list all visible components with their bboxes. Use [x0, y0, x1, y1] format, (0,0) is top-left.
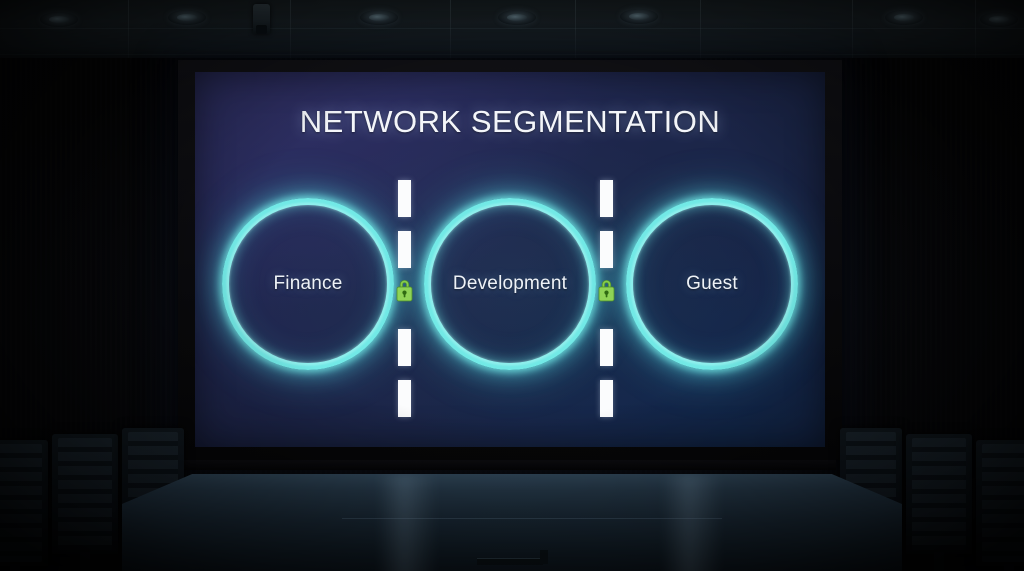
- ceiling-downlight: [40, 12, 78, 27]
- ceiling-projector: [253, 4, 270, 34]
- divider-dash: [398, 180, 411, 217]
- divider-dash: [398, 329, 411, 366]
- table-reflection: [662, 474, 722, 571]
- table-object: [477, 558, 543, 565]
- zone-label-guest: Guest: [686, 273, 738, 294]
- network-zones-diagram: Finance Development Guest: [195, 198, 825, 378]
- divider-finance-development: [395, 180, 414, 417]
- ceiling: [0, 0, 1024, 62]
- table-reflection: [377, 474, 437, 571]
- divider-dash: [600, 329, 613, 366]
- conference-table: [0, 468, 1024, 571]
- divider-dash: [398, 231, 411, 268]
- padlock-icon: [597, 277, 616, 303]
- ceiling-downlight: [360, 10, 398, 25]
- ceiling-downlight: [498, 10, 536, 25]
- divider-dash: [600, 231, 613, 268]
- table-object: [540, 550, 548, 564]
- zone-development[interactable]: Development: [424, 198, 596, 370]
- table-seam: [342, 518, 722, 519]
- zone-finance[interactable]: Finance: [222, 198, 394, 370]
- divider-dash: [600, 180, 613, 217]
- presentation-slide: NETWORK SEGMENTATION Finance Development…: [195, 72, 825, 447]
- ceiling-downlight: [620, 9, 658, 24]
- padlock-icon: [395, 277, 414, 303]
- ceiling-downlight: [885, 10, 923, 25]
- ceiling-downlight: [980, 12, 1018, 27]
- ceiling-downlight: [168, 10, 206, 25]
- zone-guest[interactable]: Guest: [626, 198, 798, 370]
- divider-development-guest: [597, 180, 616, 417]
- divider-dash: [398, 380, 411, 417]
- page-title: NETWORK SEGMENTATION: [299, 104, 721, 139]
- table-surface: [122, 474, 902, 571]
- divider-dash: [600, 380, 613, 417]
- zone-label-development: Development: [452, 273, 568, 294]
- zone-label-finance: Finance: [273, 273, 343, 294]
